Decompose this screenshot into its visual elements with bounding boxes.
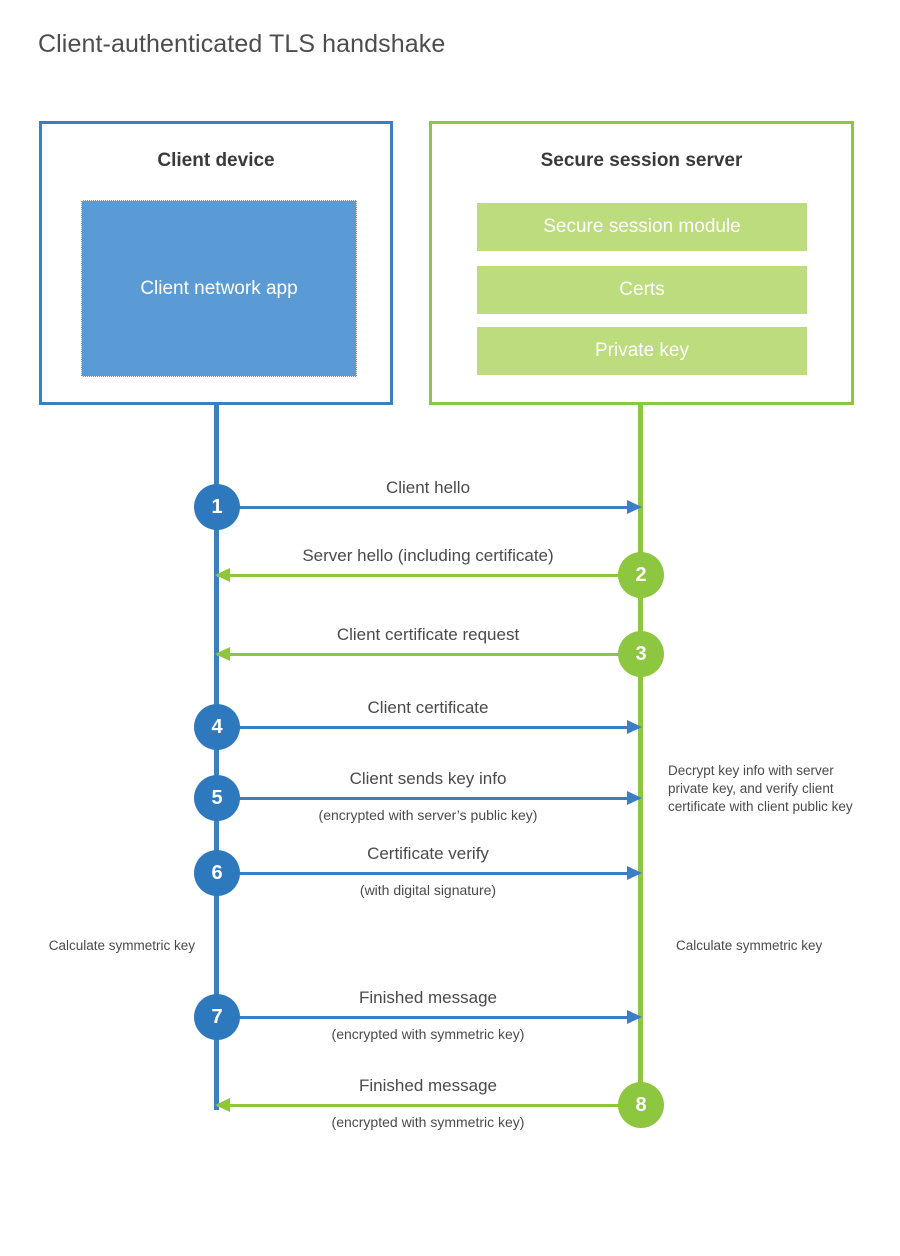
arrow-head-left-2 bbox=[215, 568, 230, 582]
arrow-shaft-4 bbox=[217, 726, 639, 729]
server-lifeline bbox=[638, 402, 643, 1106]
client-lifeline bbox=[214, 402, 219, 1110]
arrow-shaft-5 bbox=[217, 797, 639, 800]
arrow-shaft-6 bbox=[217, 872, 639, 875]
message-label-1: Client hello bbox=[385, 478, 471, 497]
step-badge-3: 3 bbox=[618, 631, 664, 677]
note-client-calculate-symmetric-key: Calculate symmetric key bbox=[48, 938, 195, 953]
message-label-3: Client certificate request bbox=[336, 625, 520, 644]
step-badge-7: 7 bbox=[194, 994, 240, 1040]
secure-session-server-title: Secure session server bbox=[540, 150, 743, 171]
arrow-head-right-1 bbox=[627, 500, 642, 514]
secure-session-server-box: Secure session server Secure session mod… bbox=[429, 121, 854, 405]
arrow-shaft-8 bbox=[217, 1104, 639, 1107]
client-network-app-block: Client network app bbox=[81, 200, 357, 377]
arrow-head-right-4 bbox=[627, 720, 642, 734]
message-label-4: Client certificate bbox=[367, 698, 489, 717]
server-component-secure-session-module: Secure session module bbox=[477, 203, 807, 251]
message-label-5: Client sends key info bbox=[349, 769, 507, 788]
message-sublabel-7: (encrypted with symmetric key) bbox=[331, 1026, 525, 1042]
arrow-head-right-6 bbox=[627, 866, 642, 880]
client-network-app-label: Client network app bbox=[140, 277, 298, 299]
arrow-head-right-5 bbox=[627, 791, 642, 805]
arrow-shaft-3 bbox=[217, 653, 639, 656]
step-badge-8: 8 bbox=[618, 1082, 664, 1128]
arrow-head-right-7 bbox=[627, 1010, 642, 1024]
arrow-head-left-3 bbox=[215, 647, 230, 661]
message-sublabel-5: (encrypted with server’s public key) bbox=[318, 807, 538, 823]
message-label-2: Server hello (including certificate) bbox=[302, 546, 554, 565]
message-label-6: Certificate verify bbox=[367, 844, 489, 863]
arrow-head-left-8 bbox=[215, 1098, 230, 1112]
step-badge-5: 5 bbox=[194, 775, 240, 821]
client-device-title: Client device bbox=[157, 150, 275, 171]
message-sublabel-6: (with digital signature) bbox=[359, 882, 497, 898]
message-label-7: Finished message bbox=[359, 988, 497, 1007]
arrow-shaft-1 bbox=[217, 506, 639, 509]
note-server-calculate-symmetric-key: Calculate symmetric key bbox=[676, 938, 823, 953]
step-badge-4: 4 bbox=[194, 704, 240, 750]
page-title: Client-authenticated TLS handshake bbox=[38, 30, 446, 58]
client-device-box: Client device Client network app bbox=[39, 121, 393, 405]
message-sublabel-8: (encrypted with symmetric key) bbox=[331, 1114, 525, 1130]
step-badge-6: 6 bbox=[194, 850, 240, 896]
message-label-8: Finished message bbox=[359, 1076, 497, 1095]
server-component-private-key: Private key bbox=[477, 327, 807, 375]
step-badge-1: 1 bbox=[194, 484, 240, 530]
step-badge-2: 2 bbox=[618, 552, 664, 598]
server-component-certs: Certs bbox=[477, 266, 807, 314]
note-server-decrypt-key-info: Decrypt key info with server private key… bbox=[668, 763, 853, 814]
arrow-shaft-7 bbox=[217, 1016, 639, 1019]
arrow-shaft-2 bbox=[217, 574, 639, 577]
